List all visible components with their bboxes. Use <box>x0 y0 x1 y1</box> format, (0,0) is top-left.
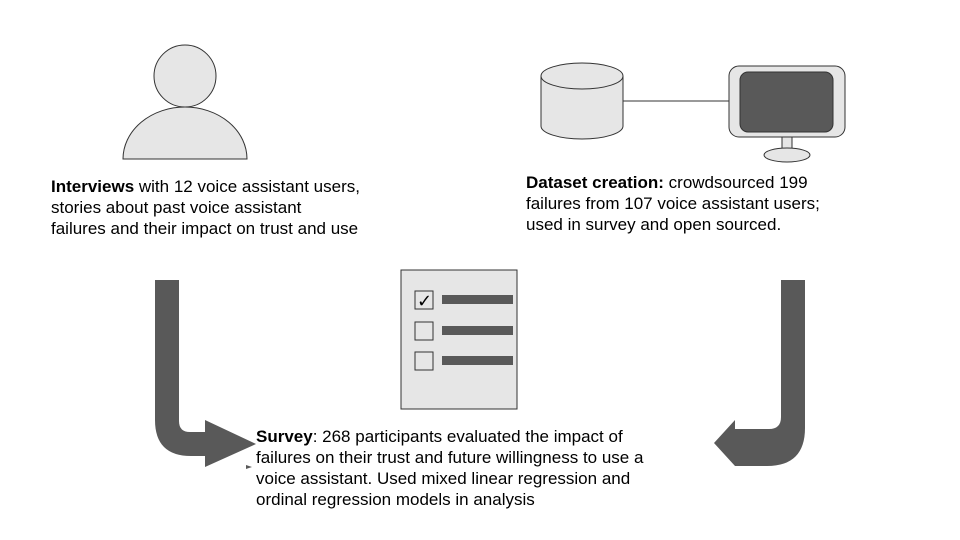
survey-line3: voice assistant. Used mixed linear regre… <box>256 469 631 488</box>
right-arrow-icon <box>714 280 805 466</box>
dataset-description: Dataset creation: crowdsourced 199 failu… <box>526 172 820 235</box>
dataset-bold: Dataset creation: <box>526 173 664 192</box>
interviews-bold: Interviews <box>51 177 135 196</box>
interviews-description: Interviews with 12 voice assistant users… <box>51 176 360 239</box>
checklist-bar-3 <box>442 356 513 365</box>
person-icon <box>122 44 248 160</box>
dataset-line2: failures from 107 voice assistant users; <box>526 194 820 213</box>
monitor-icon <box>728 65 846 163</box>
marker-icon <box>246 465 252 469</box>
checkbox-1 <box>414 290 434 310</box>
survey-line1: : 268 participants evaluated the impact … <box>312 427 623 446</box>
survey-line4: ordinal regression models in analysis <box>256 490 535 509</box>
survey-description: Survey: 268 participants evaluated the i… <box>256 426 643 510</box>
checklist-bar-1 <box>442 295 513 304</box>
interviews-line3: failures and their impact on trust and u… <box>51 219 359 238</box>
checklist-bar-2 <box>442 326 513 335</box>
checkbox-2 <box>414 321 434 341</box>
interviews-line1: with 12 voice assistant users, <box>134 177 360 196</box>
dataset-line1: crowdsourced 199 <box>663 173 808 192</box>
database-icon <box>540 62 624 140</box>
survey-line2: failures on their trust and future willi… <box>256 448 644 467</box>
checklist-icon: ✓ <box>400 269 518 410</box>
survey-bold: Survey <box>256 427 313 446</box>
checkbox-3 <box>414 351 434 371</box>
dataset-line3: used in survey and open sourced. <box>526 215 782 234</box>
checkmark-icon: ✓ <box>417 291 432 312</box>
interviews-line2: stories about past voice assistant <box>51 198 302 217</box>
left-arrow-icon <box>155 280 256 467</box>
